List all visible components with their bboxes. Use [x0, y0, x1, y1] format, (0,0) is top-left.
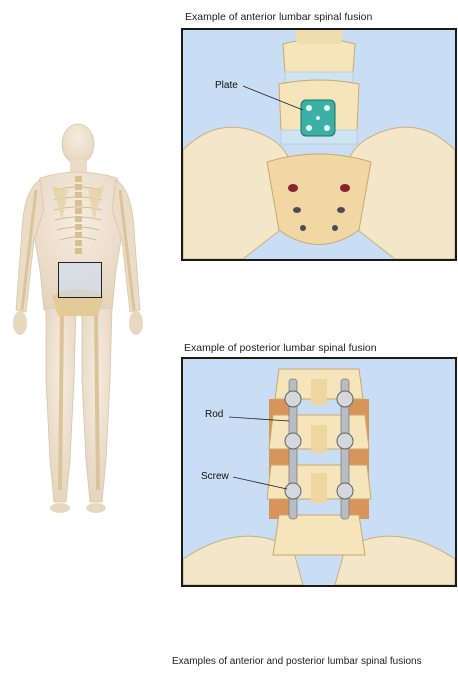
plate-label: Plate — [215, 80, 238, 91]
screw-r1 — [337, 391, 353, 407]
body-figure — [0, 120, 160, 520]
posterior-spine-illustration: Rod Screw — [183, 359, 455, 585]
screw-r2 — [337, 433, 353, 449]
figure-caption: Examples of anterior and posterior lumba… — [172, 656, 422, 667]
anterior-fusion-panel: Plate — [181, 28, 457, 261]
screw-l3 — [285, 483, 301, 499]
screw-l2 — [285, 433, 301, 449]
posterior-caption: Example of posterior lumbar spinal fusio… — [184, 342, 377, 354]
screw-label: Screw — [201, 471, 230, 482]
anterior-caption: Example of anterior lumbar spinal fusion — [185, 11, 372, 23]
lumbar-highlight-box — [58, 262, 102, 298]
human-body-illustration — [0, 120, 160, 520]
plate-implant — [301, 100, 335, 136]
anterior-spine-illustration: Plate — [183, 30, 455, 259]
rod-label: Rod — [205, 409, 223, 420]
posterior-fusion-panel: Rod Screw — [181, 357, 457, 587]
screw-l1 — [285, 391, 301, 407]
screw-r3 — [337, 483, 353, 499]
